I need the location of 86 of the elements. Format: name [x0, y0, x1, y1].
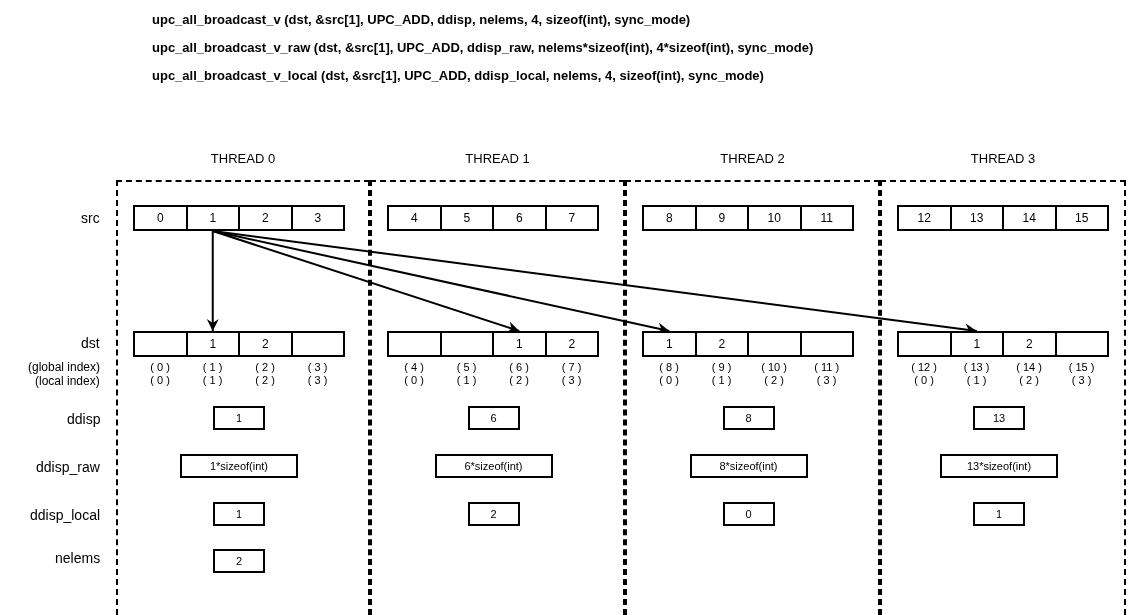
- array-cell: 2: [238, 205, 293, 231]
- index-label: ( 12 ): [911, 361, 937, 373]
- index-label: ( 1 ): [966, 374, 987, 386]
- value-box: 1: [973, 502, 1025, 526]
- row-label: ddisp_raw: [36, 459, 100, 475]
- index-label: ( 0 ): [659, 374, 679, 386]
- array-cell: 7: [544, 205, 599, 231]
- index-label: ( 7 ): [561, 361, 582, 373]
- array-cell: 0: [133, 205, 188, 231]
- array-cell: 1: [642, 331, 697, 357]
- index-label: ( 9 ): [711, 361, 732, 373]
- value-box: 2: [467, 502, 520, 526]
- array-cell: 12: [897, 205, 952, 231]
- array-cell: 1: [492, 331, 547, 357]
- index-label: ( 3 ): [1071, 374, 1092, 386]
- index-label: ( 6 ): [509, 361, 529, 373]
- thread-heading: THREAD 1: [464, 151, 531, 166]
- code-line: upc_all_broadcast_v_local (dst, &src[1], UPC_ADD, ddisp_local, nelems, 4, sizeof(int), sync_mode): [152, 68, 764, 83]
- index-label: ( 3 ): [816, 374, 837, 386]
- index-label: ( 1 ): [202, 361, 223, 373]
- array-cell: 1: [949, 331, 1004, 357]
- index-label: ( 5 ): [456, 361, 477, 373]
- array-cell: 15: [1054, 205, 1109, 231]
- array-cell: 11: [799, 205, 854, 231]
- array-cell: 2: [544, 331, 599, 357]
- row-label: ddisp_local: [30, 507, 101, 523]
- thread-heading: THREAD 0: [209, 151, 277, 166]
- index-label: ( 15 ): [1068, 361, 1095, 373]
- row-label: src: [81, 210, 100, 226]
- value-box: 8*sizeof(int): [689, 454, 808, 478]
- row-label: (global index): [28, 360, 101, 374]
- index-label: ( 2 ): [255, 361, 275, 373]
- array-cell: 14: [1002, 205, 1057, 231]
- index-label: ( 4 ): [404, 361, 424, 373]
- value-box: 13*sizeof(int): [940, 454, 1058, 478]
- index-label: ( 0 ): [150, 361, 170, 373]
- value-box: 6: [467, 406, 520, 430]
- index-label: ( 14 ): [1016, 361, 1042, 373]
- index-label: ( 1 ): [456, 374, 477, 386]
- index-label: ( 10 ): [761, 361, 787, 373]
- value-box: 8: [722, 406, 775, 430]
- value-box: 2: [213, 549, 265, 573]
- row-label: nelems: [55, 550, 101, 566]
- index-label: ( 0 ): [150, 374, 170, 386]
- array-cell: 3: [290, 205, 345, 231]
- value-box: 1*sizeof(int): [180, 454, 298, 478]
- array-cell: 10: [747, 205, 802, 231]
- index-label: ( 13 ): [963, 361, 990, 373]
- array-cell: 2: [1002, 331, 1057, 357]
- index-label: ( 8 ): [659, 361, 679, 373]
- array-cell: 13: [949, 205, 1004, 231]
- index-label: ( 11 ): [814, 361, 840, 373]
- array-cell: 1: [185, 331, 240, 357]
- index-label: ( 2 ): [764, 374, 784, 386]
- row-label: dst: [81, 335, 100, 351]
- array-cell: 9: [694, 205, 749, 231]
- index-label: ( 0 ): [404, 374, 424, 386]
- index-label: ( 2 ): [255, 374, 275, 386]
- row-label: ddisp: [67, 411, 101, 427]
- index-label: ( 3 ): [307, 374, 328, 386]
- row-label: (local index): [35, 374, 100, 388]
- array-cell: 6: [492, 205, 547, 231]
- thread-heading: THREAD 2: [719, 151, 786, 166]
- value-box: 1: [213, 502, 265, 526]
- value-box: 6*sizeof(int): [434, 454, 553, 478]
- array-cell: 5: [439, 205, 494, 231]
- arrow: [211, 230, 521, 333]
- array-cell: 2: [238, 331, 293, 357]
- index-label: ( 1 ): [711, 374, 732, 386]
- index-label: ( 3 ): [307, 361, 328, 373]
- value-box: 0: [722, 502, 775, 526]
- array-cell: 2: [694, 331, 749, 357]
- code-line: upc_all_broadcast_v_raw (dst, &src[1], UPC_ADD, ddisp_raw, nelems*sizeof(int), 4*sizeof(int), sync_mode): [152, 40, 814, 55]
- value-box: 13: [973, 406, 1025, 430]
- arrow: [206, 230, 219, 332]
- array-cell: 1: [185, 205, 240, 231]
- index-label: ( 1 ): [202, 374, 223, 386]
- index-label: ( 0 ): [914, 374, 934, 386]
- array-cell: 8: [642, 205, 697, 231]
- index-label: ( 2 ): [509, 374, 529, 386]
- code-line: upc_all_broadcast_v (dst, &src[1], UPC_ADD, ddisp, nelems, 4, sizeof(int), sync_mode): [152, 12, 691, 27]
- thread-heading: THREAD 3: [969, 151, 1037, 166]
- array-cell: 4: [387, 205, 442, 231]
- index-label: ( 2 ): [1019, 374, 1039, 386]
- value-box: 1: [213, 406, 265, 430]
- index-label: ( 3 ): [561, 374, 582, 386]
